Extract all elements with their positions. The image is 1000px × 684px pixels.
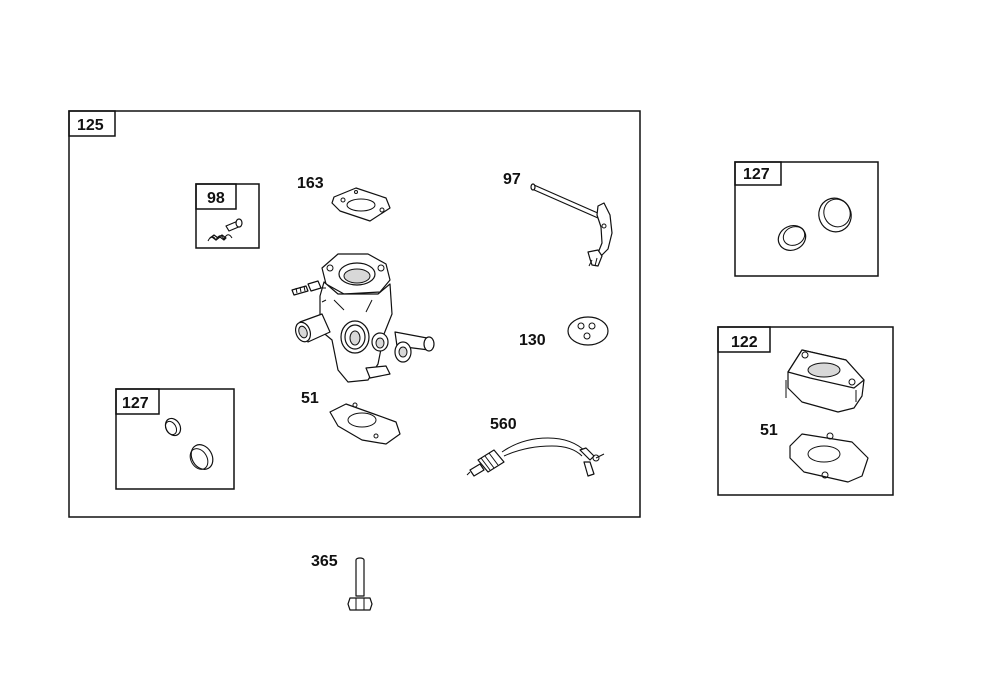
callout-163: 163 xyxy=(297,175,324,192)
kit-127-left-box: 127 xyxy=(115,388,235,490)
kit-98-label: 98 xyxy=(207,190,225,207)
callout-365: 365 xyxy=(311,553,338,570)
bolt-365-part xyxy=(347,557,373,611)
gasket-163-part xyxy=(331,187,391,222)
spacer-122-part xyxy=(785,349,865,413)
kit-127-right-box: 127 xyxy=(734,161,879,277)
callout-51-main: 51 xyxy=(301,390,319,407)
kit-127-left-label: 127 xyxy=(122,395,149,412)
throttle-shaft-part xyxy=(530,183,613,267)
callout-560: 560 xyxy=(490,416,517,433)
screw-spring-part xyxy=(207,218,243,242)
carburetor-body-part xyxy=(291,253,435,383)
welch-plug-small xyxy=(164,417,182,437)
callout-51-spacer: 51 xyxy=(760,422,778,439)
kit-122-box: 122 51 xyxy=(717,326,894,496)
kit-125-label: 125 xyxy=(77,117,104,134)
welch-plug-right-large xyxy=(818,197,852,233)
gasket-51-spacer-part xyxy=(789,432,869,483)
kit-125-box: 125 xyxy=(68,110,641,518)
gasket-51-part xyxy=(329,402,401,445)
callout-97: 97 xyxy=(503,171,521,188)
kit-122-label: 122 xyxy=(731,334,758,351)
diaphragm-130-part xyxy=(567,316,609,346)
kit-98-box: 98 xyxy=(195,183,260,249)
welch-plug-right-small xyxy=(777,225,807,251)
solenoid-560-part xyxy=(466,437,605,477)
welch-plug-large xyxy=(189,444,214,470)
callout-130: 130 xyxy=(519,332,546,349)
kit-127-right-label: 127 xyxy=(743,166,770,183)
